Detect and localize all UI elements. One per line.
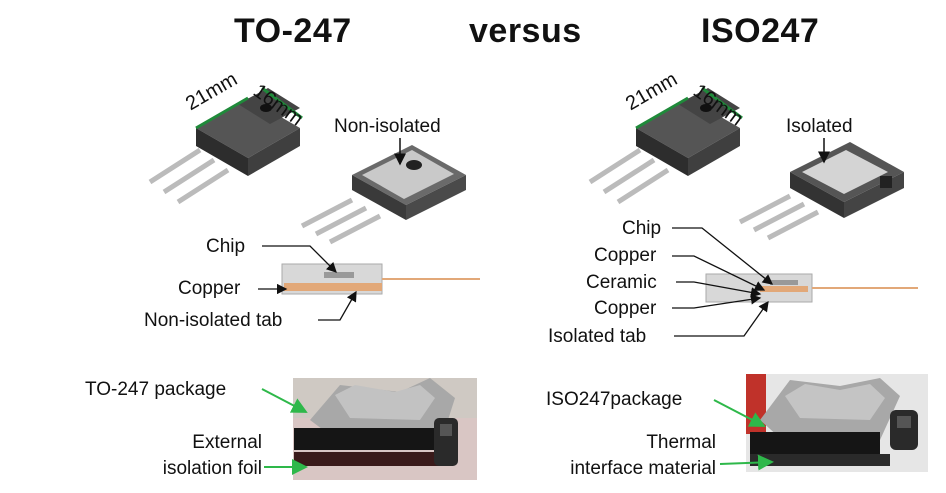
title-iso247: ISO247 — [701, 12, 820, 50]
title-to247: TO-247 — [234, 12, 352, 50]
ceramic-leader-right — [676, 281, 762, 298]
label-interface-material: interface material — [570, 458, 716, 479]
to247-photo — [293, 378, 477, 480]
chip-leader-right — [672, 227, 774, 285]
label-chip-left: Chip — [206, 236, 246, 257]
label-isolated-tab: Isolated tab — [548, 326, 647, 347]
label-non-isolated: Non-isolated — [334, 116, 441, 137]
copper-leader-right — [672, 255, 766, 291]
iso247-photo — [746, 374, 928, 472]
to247-cross-section — [281, 263, 480, 295]
label-external: External — [192, 432, 262, 453]
isolated-package-back — [738, 142, 904, 241]
to247-package-arrow — [261, 388, 308, 413]
label-copper-left: Copper — [178, 278, 241, 299]
label-chip-right: Chip — [622, 218, 662, 239]
label-isolated: Isolated — [786, 116, 853, 137]
dimension-16mm-line-right — [701, 86, 743, 120]
label-iso247-package: ISO247package — [546, 389, 683, 410]
tim-arrow — [719, 454, 774, 471]
label-ceramic: Ceramic — [586, 272, 657, 293]
dimension-21mm-line-right — [635, 96, 689, 130]
label-isolation-foil: isolation foil — [162, 458, 262, 479]
label-copper-right: Copper — [594, 245, 657, 266]
label-to247-package: TO-247 package — [85, 379, 227, 400]
dimension-16mm-line — [261, 86, 303, 120]
label-thermal: Thermal — [646, 432, 716, 453]
iso247-cross-section — [705, 273, 918, 303]
non-isolated-package-back — [300, 145, 466, 245]
label-non-isolated-tab: Non-isolated tab — [144, 310, 283, 331]
tab-leader-left — [318, 290, 357, 321]
copper2-leader-right — [672, 294, 762, 309]
chip-leader-left — [262, 245, 337, 273]
iso247-package-arrow — [713, 399, 766, 427]
label-copper2-right: Copper — [594, 298, 657, 319]
dimension-21mm-line — [195, 96, 249, 130]
title-versus: versus — [469, 12, 582, 50]
tab-leader-right — [674, 300, 769, 337]
